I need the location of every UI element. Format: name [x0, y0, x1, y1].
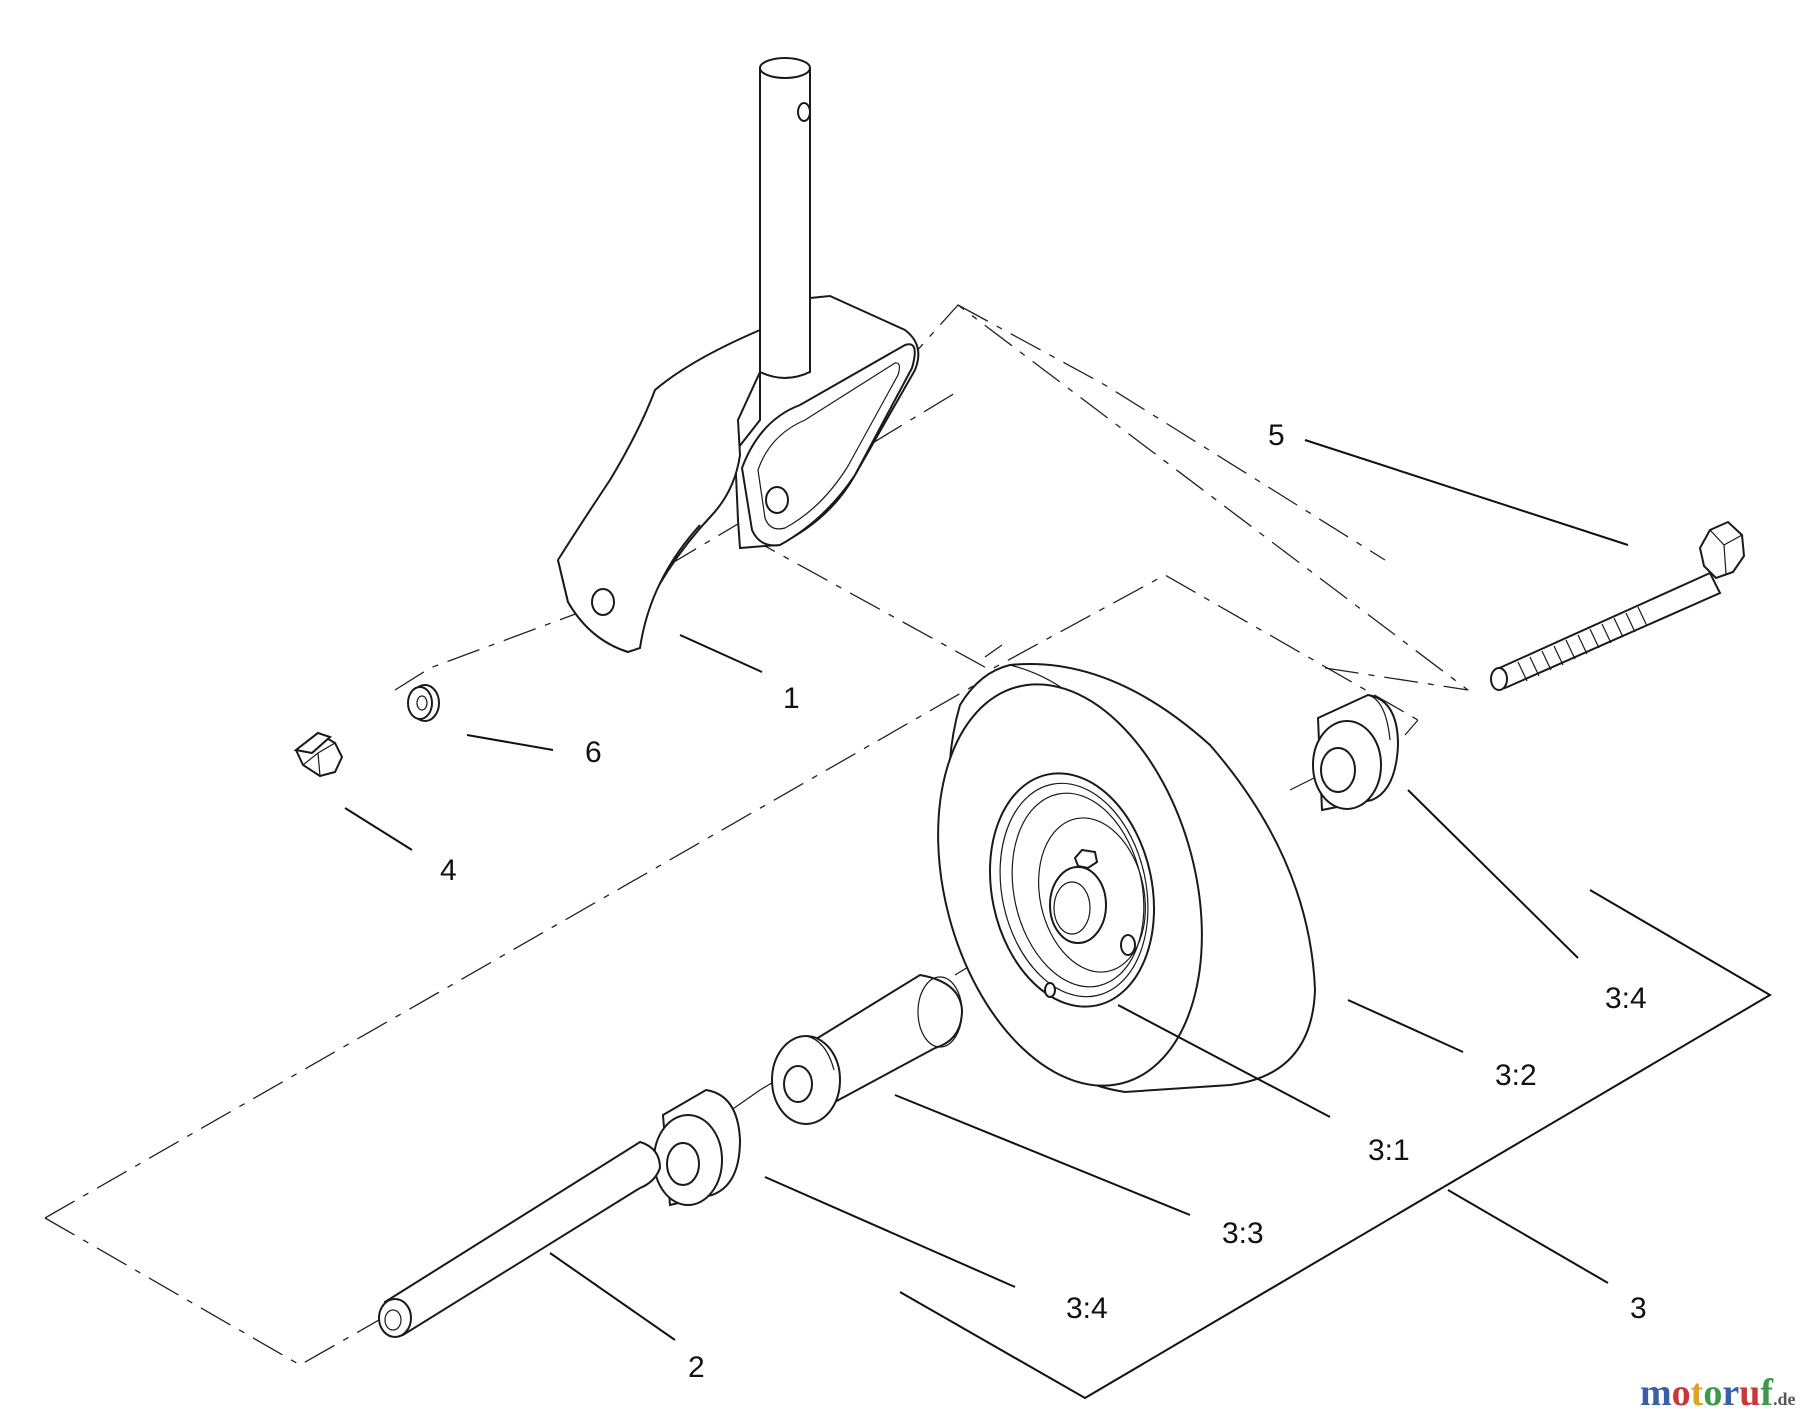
- watermark-suffix: .de: [1773, 1389, 1796, 1409]
- watermark-letter: o: [1672, 1372, 1691, 1414]
- callout-3: 3: [1630, 1292, 1647, 1325]
- watermark-letter: m: [1640, 1372, 1672, 1414]
- callout-labels: 1 6 4 5 3:4 3:2 3:1 3:3 3:4 2 3: [440, 419, 1647, 1384]
- callout-3-1: 3:1: [1368, 1134, 1410, 1167]
- long-spacer-tube: [771, 973, 964, 1125]
- callout-5: 5: [1268, 419, 1285, 452]
- watermark-letter: f: [1760, 1372, 1774, 1414]
- callout-3-4-upper: 3:4: [1605, 982, 1647, 1015]
- bolt: [1490, 520, 1746, 691]
- wheel-assembly: [937, 663, 1317, 1094]
- watermark-letter: t: [1691, 1372, 1704, 1414]
- spacer-lower: [653, 1088, 742, 1207]
- watermark-letter: u: [1739, 1372, 1760, 1414]
- caster-fork: [556, 57, 920, 654]
- callout-2: 2: [688, 1351, 705, 1384]
- callout-3-3: 3:3: [1222, 1217, 1264, 1250]
- hex-nut: [293, 731, 344, 778]
- watermark-text: motoruf.de: [1640, 1372, 1795, 1414]
- watermark-letter: r: [1722, 1372, 1739, 1414]
- callout-3-4-lower: 3:4: [1066, 1292, 1108, 1325]
- watermark-main: motoruf: [1640, 1372, 1774, 1414]
- callout-4: 4: [440, 854, 457, 887]
- callout-1: 1: [783, 682, 800, 715]
- axle-tube: [378, 1140, 662, 1338]
- spacer-upper: [1312, 693, 1400, 812]
- leader-lines: [344, 439, 1772, 1400]
- lock-washer: [407, 684, 440, 722]
- callout-6: 6: [585, 736, 602, 769]
- callout-3-2: 3:2: [1495, 1059, 1537, 1092]
- watermark-letter: o: [1703, 1372, 1722, 1414]
- watermark-logo: motoruf.de: [1640, 1372, 1795, 1414]
